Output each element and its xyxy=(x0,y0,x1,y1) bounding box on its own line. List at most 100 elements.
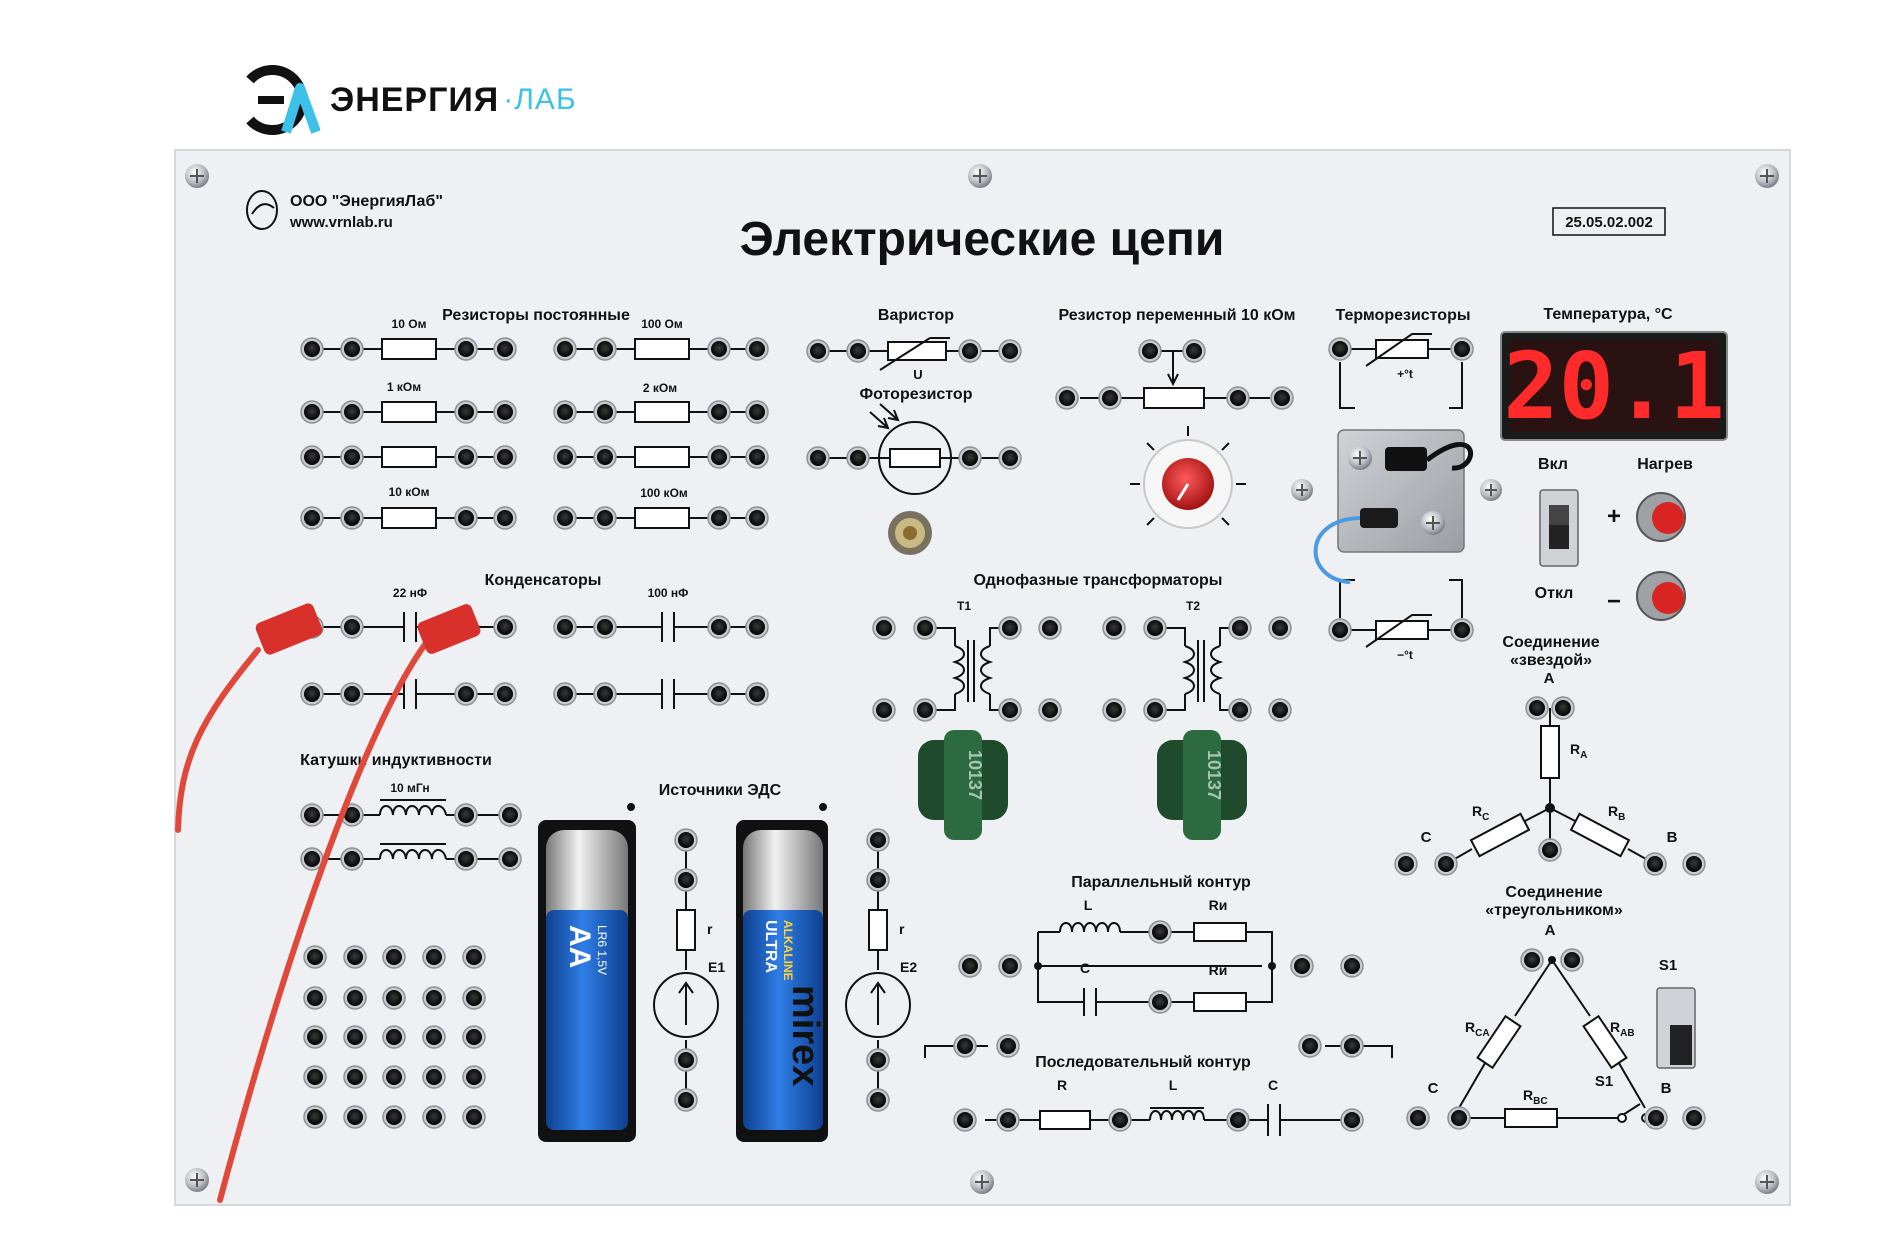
banana-socket[interactable] xyxy=(597,686,613,702)
banana-socket[interactable] xyxy=(347,1029,363,1045)
banana-socket[interactable] xyxy=(426,949,442,965)
banana-socket[interactable] xyxy=(870,1052,886,1068)
banana-socket[interactable] xyxy=(347,1109,363,1125)
banana-socket[interactable] xyxy=(426,990,442,1006)
heating-minus-button[interactable] xyxy=(1636,571,1686,621)
banana-socket[interactable] xyxy=(347,1069,363,1085)
banana-socket[interactable] xyxy=(1147,702,1163,718)
banana-socket[interactable] xyxy=(597,404,613,420)
banana-socket[interactable] xyxy=(344,851,360,867)
banana-socket[interactable] xyxy=(1648,1110,1664,1126)
banana-socket[interactable] xyxy=(304,807,320,823)
banana-socket[interactable] xyxy=(1102,390,1118,406)
banana-socket[interactable] xyxy=(458,851,474,867)
banana-socket[interactable] xyxy=(749,449,765,465)
banana-socket[interactable] xyxy=(810,450,826,466)
banana-socket[interactable] xyxy=(1112,1112,1128,1128)
test-lead-plug-1[interactable] xyxy=(254,602,324,657)
banana-socket[interactable] xyxy=(1555,700,1571,716)
fuse-holder-t2[interactable] xyxy=(1157,730,1247,840)
test-lead-plug-2[interactable] xyxy=(416,602,483,655)
banana-socket[interactable] xyxy=(1230,1112,1246,1128)
banana-socket[interactable] xyxy=(1344,1112,1360,1128)
banana-socket[interactable] xyxy=(1438,856,1454,872)
banana-socket[interactable] xyxy=(497,341,513,357)
banana-socket[interactable] xyxy=(749,404,765,420)
banana-socket[interactable] xyxy=(1002,702,1018,718)
banana-socket[interactable] xyxy=(1454,622,1470,638)
banana-socket[interactable] xyxy=(870,872,886,888)
banana-socket[interactable] xyxy=(711,341,727,357)
banana-socket[interactable] xyxy=(344,619,360,635)
banana-socket[interactable] xyxy=(426,1029,442,1045)
banana-socket[interactable] xyxy=(1059,390,1075,406)
banana-socket[interactable] xyxy=(557,449,573,465)
banana-socket[interactable] xyxy=(876,620,892,636)
banana-socket[interactable] xyxy=(497,510,513,526)
banana-socket[interactable] xyxy=(307,1069,323,1085)
banana-socket[interactable] xyxy=(1142,343,1158,359)
banana-socket[interactable] xyxy=(344,510,360,526)
banana-socket[interactable] xyxy=(344,341,360,357)
banana-socket[interactable] xyxy=(678,1052,694,1068)
banana-socket[interactable] xyxy=(386,1029,402,1045)
banana-socket[interactable] xyxy=(957,1112,973,1128)
banana-socket[interactable] xyxy=(497,449,513,465)
banana-socket[interactable] xyxy=(711,449,727,465)
banana-socket[interactable] xyxy=(304,449,320,465)
banana-socket[interactable] xyxy=(386,949,402,965)
banana-socket[interactable] xyxy=(1002,450,1018,466)
banana-socket[interactable] xyxy=(307,1109,323,1125)
banana-socket[interactable] xyxy=(426,1109,442,1125)
banana-socket[interactable] xyxy=(1152,924,1168,940)
banana-socket[interactable] xyxy=(597,619,613,635)
banana-socket[interactable] xyxy=(810,343,826,359)
banana-socket[interactable] xyxy=(1152,994,1168,1010)
banana-socket[interactable] xyxy=(466,1069,482,1085)
banana-socket[interactable] xyxy=(711,510,727,526)
banana-socket[interactable] xyxy=(497,404,513,420)
banana-socket[interactable] xyxy=(1272,702,1288,718)
banana-socket[interactable] xyxy=(962,958,978,974)
battery-holder-2[interactable] xyxy=(736,820,828,1142)
banana-socket[interactable] xyxy=(304,851,320,867)
banana-socket[interactable] xyxy=(1106,620,1122,636)
banana-socket[interactable] xyxy=(497,686,513,702)
banana-socket[interactable] xyxy=(307,949,323,965)
banana-socket[interactable] xyxy=(749,619,765,635)
banana-socket[interactable] xyxy=(386,990,402,1006)
banana-socket[interactable] xyxy=(304,404,320,420)
power-toggle-switch[interactable] xyxy=(1539,489,1579,567)
banana-socket[interactable] xyxy=(466,1109,482,1125)
battery-holder-1[interactable] xyxy=(538,820,636,1142)
banana-socket[interactable] xyxy=(1042,702,1058,718)
banana-socket[interactable] xyxy=(557,341,573,357)
banana-socket[interactable] xyxy=(957,1038,973,1054)
banana-socket[interactable] xyxy=(711,686,727,702)
banana-socket[interactable] xyxy=(304,510,320,526)
banana-socket[interactable] xyxy=(678,1092,694,1108)
banana-socket[interactable] xyxy=(458,449,474,465)
banana-socket[interactable] xyxy=(502,807,518,823)
banana-socket[interactable] xyxy=(1000,1112,1016,1128)
variable-resistor-knob[interactable] xyxy=(1130,426,1246,529)
banana-socket[interactable] xyxy=(557,619,573,635)
banana-socket[interactable] xyxy=(597,510,613,526)
banana-socket[interactable] xyxy=(307,1029,323,1045)
banana-socket[interactable] xyxy=(1542,842,1558,858)
banana-socket[interactable] xyxy=(458,807,474,823)
banana-socket[interactable] xyxy=(1564,952,1580,968)
banana-socket[interactable] xyxy=(466,990,482,1006)
banana-socket[interactable] xyxy=(497,619,513,635)
banana-socket[interactable] xyxy=(557,404,573,420)
banana-socket[interactable] xyxy=(1398,856,1414,872)
banana-socket[interactable] xyxy=(1272,620,1288,636)
banana-socket[interactable] xyxy=(386,1069,402,1085)
banana-socket[interactable] xyxy=(1332,341,1348,357)
banana-socket[interactable] xyxy=(1686,856,1702,872)
banana-socket[interactable] xyxy=(678,872,694,888)
banana-socket[interactable] xyxy=(1332,622,1348,638)
banana-socket[interactable] xyxy=(1686,1110,1702,1126)
banana-socket[interactable] xyxy=(344,404,360,420)
banana-socket[interactable] xyxy=(1186,343,1202,359)
